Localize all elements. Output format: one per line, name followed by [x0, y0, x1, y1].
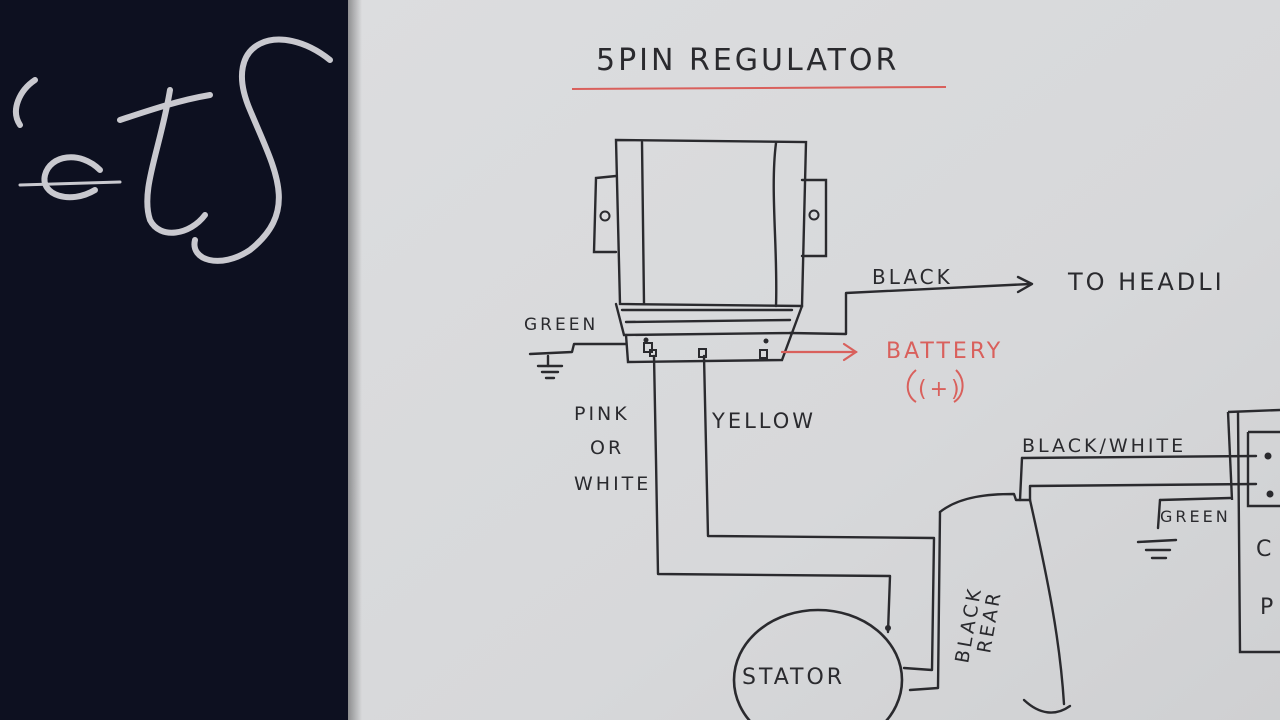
label-black-white: BLACK/WHITE	[1022, 435, 1186, 457]
diagram-title: 5PIN REGULATOR	[596, 43, 899, 78]
paper-edge-shadow	[348, 0, 362, 720]
cdi-unit	[1226, 408, 1280, 654]
label-stator: STATOR	[742, 665, 845, 690]
regulator-terminals	[643, 342, 768, 359]
label-battery: BATTERY	[886, 339, 1003, 364]
label-white: WHITE	[574, 473, 651, 495]
stator-terminal-icon	[885, 625, 891, 631]
label-battery-plus: (+)	[918, 377, 963, 402]
dark-background	[0, 0, 352, 720]
label-pink: PINK	[574, 403, 630, 425]
label-cdi-p: P	[1260, 595, 1276, 620]
label-green-cdi: GREEN	[1160, 507, 1231, 526]
terminal-dot-icon	[643, 337, 649, 343]
mount-hole-left-icon	[599, 210, 611, 222]
label-yellow: YELLOW	[711, 409, 816, 433]
wires	[528, 275, 1258, 714]
label-black-headlight: BLACK	[872, 265, 953, 289]
battery-arrow-icon	[780, 342, 858, 362]
paper-sheet	[348, 0, 1280, 720]
label-or: OR	[590, 437, 624, 459]
mount-hole-right-icon	[808, 209, 820, 221]
label-cdi-c: C	[1256, 537, 1274, 562]
cdi-terminal-icon	[1264, 452, 1272, 460]
cdi-terminal-icon	[1266, 490, 1274, 498]
label-green-ground: GREEN	[524, 315, 598, 335]
background-script-logo	[13, 36, 333, 264]
title-underline	[571, 86, 947, 90]
terminal-dot-icon	[763, 338, 769, 344]
battery-plus-bracket	[906, 369, 964, 403]
stator-circle	[732, 608, 904, 720]
label-to-headlight: TO HEADLI	[1067, 268, 1225, 296]
